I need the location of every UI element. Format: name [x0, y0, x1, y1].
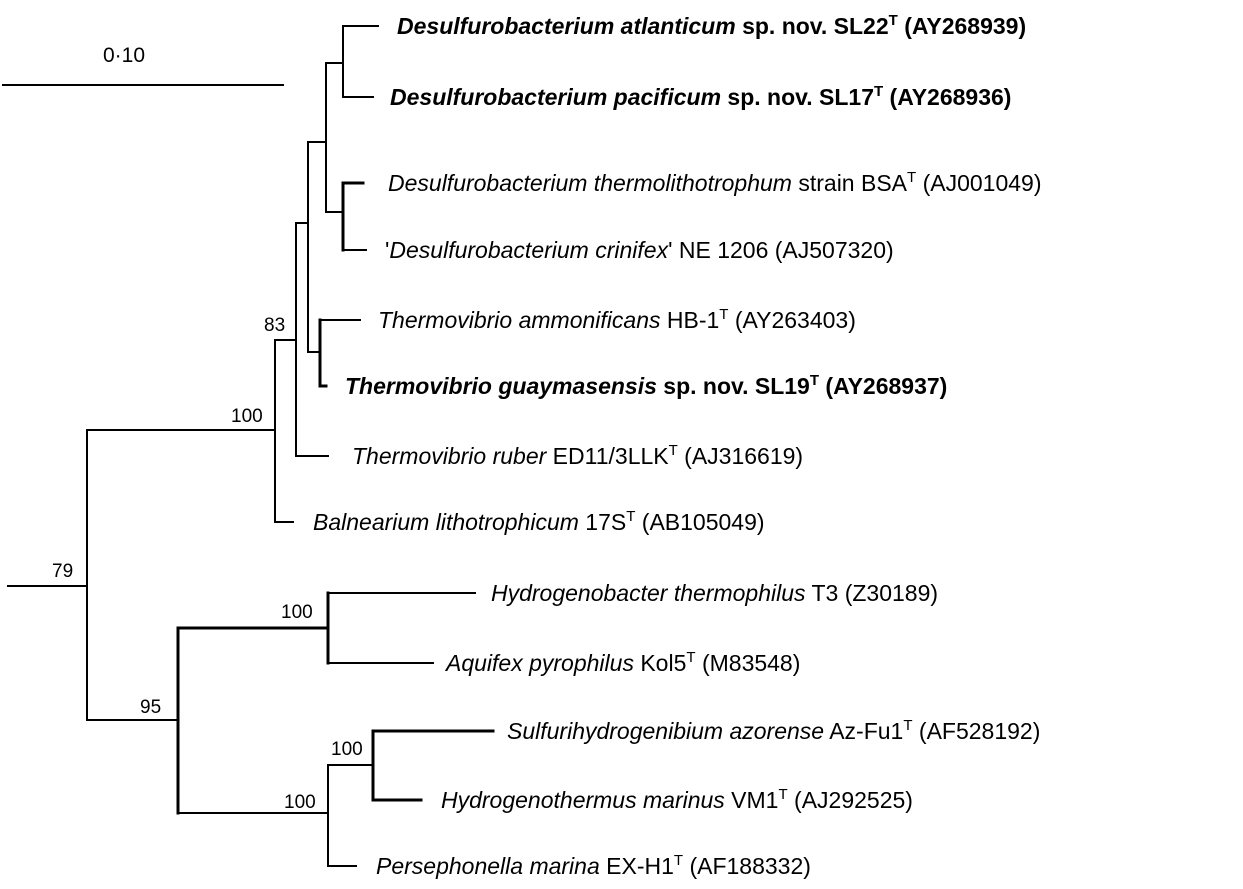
taxon-name-italic: Aquifex pyrophilus [444, 650, 634, 676]
tree-branches [7, 25, 495, 867]
taxon-label-text: (AY268936) [883, 84, 1011, 110]
taxon-name-italic: Balnearium lithotrophicum [313, 509, 579, 535]
type-strain-superscript: T [674, 852, 683, 869]
taxon-label-text: (AJ001049) [916, 170, 1041, 196]
taxon-name-italic: Desulfurobacterium crinifex [389, 237, 669, 263]
taxon-desulfurobacterium-atlanticum: Desulfurobacterium atlanticum sp. nov. S… [397, 12, 1026, 39]
taxon-label-text: 17S [579, 509, 626, 535]
taxon-balnearium-lithotrophicum: Balnearium lithotrophicum 17ST (AB105049… [313, 508, 765, 535]
taxon-label-text: Az-Fu1 [824, 718, 903, 744]
taxon-desulfurobacterium-thermolithotrophum: Desulfurobacterium thermolithotrophum st… [388, 169, 1042, 196]
taxon-label-text: Kol5 [634, 650, 686, 676]
taxon-label-text: VM1 [725, 787, 779, 813]
taxon-label-text: (AJ316619) [678, 443, 803, 469]
taxon-sulfurihydrogenibium-azorense: Sulfurihydrogenibium azorense Az-Fu1T (A… [507, 717, 1040, 744]
taxon-label-text: (AY263403) [728, 307, 855, 333]
taxon-label-text: ' NE 1206 (AJ507320) [668, 237, 894, 263]
type-strain-superscript: T [889, 12, 898, 29]
taxon-thermovibrio-ruber: Thermovibrio ruber ED11/3LLKT (AJ316619) [352, 442, 803, 469]
taxon-persephonella-marina: Persephonella marina EX-H1T (AF188332) [376, 852, 811, 879]
taxon-label-text: (M83548) [696, 650, 801, 676]
type-strain-superscript: T [626, 508, 635, 525]
support-value-95: 95 [140, 697, 161, 718]
type-strain-superscript: T [669, 442, 678, 459]
support-value-100-top: 100 [231, 406, 263, 427]
taxon-label-text: (AY268937) [819, 373, 947, 399]
taxon-hydrogenobacter-thermophilus: Hydrogenobacter thermophilus T3 (Z30189) [491, 580, 938, 606]
taxon-label-text: (AJ292525) [788, 787, 913, 813]
support-value-100-perse: 100 [284, 792, 316, 813]
taxon-label-text: (AY268939) [898, 13, 1026, 39]
taxon-labels: Desulfurobacterium atlanticum sp. nov. S… [313, 12, 1042, 879]
taxon-label-text: HB-1 [660, 307, 719, 333]
taxon-name-italic: Desulfurobacterium thermolithotrophum [388, 170, 792, 196]
taxon-name-italic: Thermovibrio ammonificans [378, 307, 661, 333]
support-value-79: 79 [52, 561, 73, 582]
taxon-label-text: T3 (Z30189) [806, 580, 939, 606]
taxon-name-italic: Sulfurihydrogenibium azorense [507, 718, 824, 744]
taxon-thermovibrio-guaymasensis: Thermovibrio guaymasensis sp. nov. SL19T… [345, 372, 947, 399]
taxon-label-text: sp. nov. SL19 [657, 373, 810, 399]
taxon-label-text: sp. nov. SL17 [721, 84, 874, 110]
type-strain-superscript: T [778, 786, 787, 803]
type-strain-superscript: T [874, 83, 883, 100]
taxon-name-italic: Thermovibrio guaymasensis [345, 373, 657, 399]
taxon-label-text: ED11/3LLK [546, 443, 669, 469]
type-strain-superscript: T [907, 169, 916, 186]
support-value-100-sulfur: 100 [331, 739, 363, 760]
support-values: 83 100 79 100 95 100 100 [52, 315, 363, 813]
taxon-label-text: (AF528192) [913, 718, 1041, 744]
scale-bar-label: 0·10 [103, 44, 145, 67]
taxon-aquifex-pyrophilus: Aquifex pyrophilus Kol5T (M83548) [444, 649, 800, 676]
taxon-name-italic: Hydrogenothermus marinus [441, 787, 725, 813]
taxon-label-text: EX-H1 [600, 853, 674, 879]
taxon-label-text: (AB105049) [635, 509, 764, 535]
taxon-desulfurobacterium-crinifex: 'Desulfurobacterium crinifex' NE 1206 (A… [385, 237, 894, 263]
type-strain-superscript: T [903, 717, 912, 734]
taxon-label-text: (AF188332) [683, 853, 811, 879]
taxon-name-italic: Desulfurobacterium pacificum [390, 84, 721, 110]
taxon-thermovibrio-ammonificans: Thermovibrio ammonificans HB-1T (AY26340… [378, 306, 856, 333]
taxon-label-text: ' [385, 237, 389, 263]
taxon-label-text: sp. nov. SL22 [736, 13, 889, 39]
type-strain-superscript: T [810, 372, 819, 389]
taxon-name-italic: Thermovibrio ruber [352, 443, 548, 469]
taxon-name-italic: Persephonella marina [376, 853, 600, 879]
taxon-desulfurobacterium-pacificum: Desulfurobacterium pacificum sp. nov. SL… [390, 83, 1011, 110]
type-strain-superscript: T [719, 306, 728, 323]
taxon-hydrogenothermus-marinus: Hydrogenothermus marinus VM1T (AJ292525) [441, 786, 913, 813]
taxon-name-italic: Desulfurobacterium atlanticum [397, 13, 736, 39]
support-value-100-hydro: 100 [281, 602, 313, 623]
scale-bar: 0·10 [2, 44, 284, 86]
taxon-label-text: strain BSA [792, 170, 908, 196]
type-strain-superscript: T [686, 649, 695, 666]
taxon-name-italic: Hydrogenobacter thermophilus [491, 580, 806, 606]
support-value-83: 83 [264, 315, 285, 336]
